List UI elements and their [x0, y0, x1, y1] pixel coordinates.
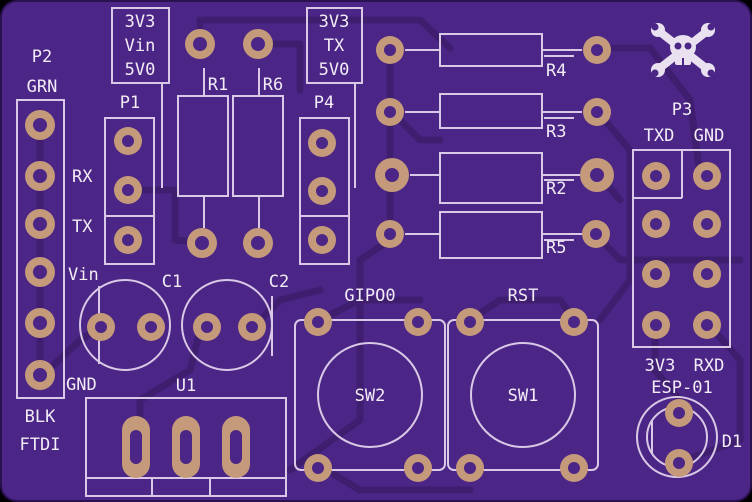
c1-outline [79, 279, 171, 371]
p3-label: P3 [672, 100, 692, 120]
u1-pads [122, 416, 250, 478]
p4-outline [299, 117, 350, 265]
sw2-label: SW2 [355, 386, 386, 406]
c2-label: C2 [269, 272, 289, 292]
rx-label: RX [72, 167, 93, 187]
c1-label: C1 [162, 272, 182, 292]
p2-label: P2 [32, 47, 52, 67]
r5-label: R5 [546, 238, 566, 258]
p1-sel-5v0: 5V0 [125, 60, 156, 80]
p4-sel-tx: TX [324, 36, 345, 56]
sw1-button [470, 342, 576, 448]
r3-label: R3 [546, 122, 566, 142]
skull-crossed-wrenches-icon [651, 23, 715, 77]
sw1-outline [447, 319, 599, 471]
txd-label: TXD [644, 126, 675, 146]
sw2-outline [294, 319, 446, 471]
r2-body [439, 152, 543, 204]
p3-gnd-label: GND [694, 126, 725, 146]
p1-sel-3v3: 3V3 [125, 12, 156, 32]
p4-selector-box [306, 7, 363, 84]
d1-outline [636, 396, 718, 478]
p1-sel-vin: Vin [125, 36, 156, 56]
sw1-label: SW1 [508, 386, 539, 406]
rst-label: RST [508, 286, 539, 306]
p2-outline [16, 99, 65, 399]
grn-label: GRN [27, 77, 58, 97]
u1-outline [85, 397, 287, 497]
esp01-label: ESP-01 [651, 378, 712, 398]
blk-label: BLK [25, 407, 56, 427]
p3-3v3-label: 3V3 [645, 356, 676, 376]
p2-pads [25, 110, 55, 390]
r4-label: R4 [546, 61, 566, 81]
tx-label: TX [72, 217, 93, 237]
p1-outline [104, 117, 155, 265]
u1-label: U1 [176, 376, 196, 396]
p4-label: P4 [314, 93, 334, 113]
r1-label: R1 [208, 75, 228, 95]
r6-label: R6 [263, 75, 283, 95]
r1-r6-pads [185, 29, 273, 258]
capacitor-pads [87, 313, 266, 341]
p4-pads [308, 129, 336, 254]
switch-pads [304, 308, 588, 482]
d1-label: D1 [722, 432, 742, 452]
p4-sel-3v3: 3V3 [319, 12, 350, 32]
gnd-label: GND [66, 375, 97, 395]
r2-label: R2 [546, 179, 566, 199]
sw2-button [317, 342, 423, 448]
resistor-bank-pads [375, 36, 614, 248]
ftdi-label: FTDI [20, 435, 61, 455]
p3-pads [642, 162, 721, 339]
p1-pads [114, 127, 142, 254]
resistor-bank [405, 33, 582, 259]
d1-pads [665, 399, 693, 477]
rxd-label: RXD [694, 356, 725, 376]
p1-selector-box [111, 7, 170, 84]
gipo0-label: GIPO0 [344, 286, 395, 306]
p1-label: P1 [120, 93, 140, 113]
vin-label: Vin [68, 265, 99, 285]
p4-sel-5v0: 5V0 [319, 60, 350, 80]
